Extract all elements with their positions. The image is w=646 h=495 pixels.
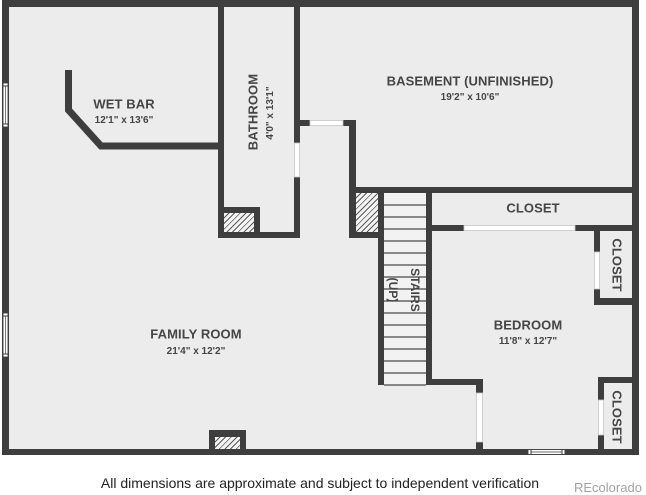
window-left-upper <box>2 82 9 128</box>
closet-upper-door-opening <box>594 251 601 290</box>
closet-upper-wall-bottom <box>594 298 639 305</box>
room-dims-wet-bar: 12'1" x 13'6" <box>94 115 154 126</box>
room-name-bedroom: BEDROOM <box>493 317 563 333</box>
floor-plan: WET BAR 12'1" x 13'6" BATHROOM 4'0" x 13… <box>2 0 639 455</box>
wet-bar-counter <box>65 70 221 150</box>
bathroom-wall-right <box>294 0 300 238</box>
closet-lower-wall-top <box>598 377 639 383</box>
bathroom-door-opening <box>293 142 300 178</box>
stair-treads <box>384 193 426 386</box>
room-name-family-room: FAMILY ROOM <box>150 326 242 342</box>
room-name-closet-right-upper: CLOSET <box>609 238 625 292</box>
stairs-wall-right <box>426 187 432 385</box>
bathroom-wall-left <box>218 0 224 238</box>
closet-top-door-opening <box>463 224 576 231</box>
window-bottom-bedroom <box>527 449 566 455</box>
room-dims-bathroom: 4'0" x 13'1" <box>265 86 276 140</box>
outer-wall-bottom <box>2 449 639 455</box>
family-room-chase-hatch <box>215 437 240 449</box>
room-name-closet-right-lower: CLOSET <box>609 390 625 444</box>
bathroom-chase-hatch <box>224 213 254 232</box>
door-openings <box>293 120 605 443</box>
bedroom-wall-lower-horizontal <box>426 379 483 385</box>
outer-wall-left <box>2 0 9 455</box>
outer-wall-top <box>2 0 639 7</box>
room-name-wet-bar: WET BAR <box>93 96 155 112</box>
stairs-label: STAIRS <box>408 268 422 312</box>
room-dims-basement: 19'2" x 10'6" <box>440 92 500 103</box>
room-name-closet-top: CLOSET <box>506 200 560 216</box>
dimensions-disclaimer: All dimensions are approximate and subje… <box>100 475 540 491</box>
bedroom-door-opening <box>475 392 483 443</box>
room-dims-family-room: 21'4" x 12'2" <box>166 346 226 357</box>
stair-chase-hatch <box>356 193 378 232</box>
basement-wall-bottom <box>349 187 639 193</box>
room-dims-bedroom: 11'8" x 12'7" <box>498 336 558 347</box>
room-name-basement: BASEMENT (UNFINISHED) <box>386 73 554 89</box>
stairs-direction-label: (UP) <box>386 277 400 303</box>
closet-lower-door-opening <box>598 399 605 436</box>
hall-wall-right <box>349 120 356 238</box>
windows <box>2 82 566 455</box>
watermark: REcolorado <box>574 480 642 495</box>
window-left-lower <box>2 312 9 358</box>
room-name-bathroom: BATHROOM <box>245 73 261 151</box>
floor-plan-walls <box>2 0 639 455</box>
hall-door-opening <box>309 120 344 127</box>
stairs-wall-left <box>378 187 384 385</box>
